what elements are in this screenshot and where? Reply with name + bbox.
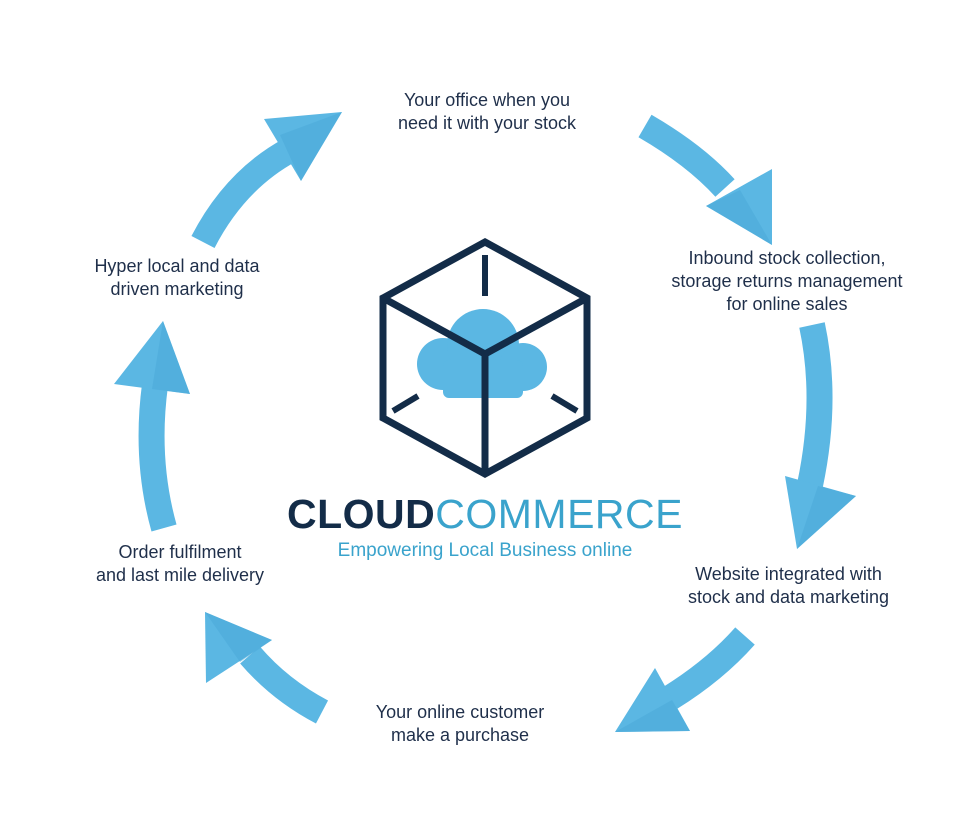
brand-tagline: Empowering Local Business online — [337, 540, 633, 561]
step-line: Order fulfilment — [118, 542, 242, 562]
step-line: Your online customer — [375, 702, 545, 722]
step-line: driven marketing — [110, 279, 244, 299]
brand-name-part2: COMMERCE — [435, 491, 683, 537]
step-website-integrated: Website integrated with stock and data m… — [646, 563, 931, 609]
cycle-arrow-icon — [114, 321, 190, 532]
step-inbound-stock: Inbound stock collection, storage return… — [642, 247, 932, 316]
step-office: Your office when you need it with your s… — [352, 89, 622, 135]
step-line: and last mile delivery — [95, 565, 265, 585]
step-line: need it with your stock — [397, 113, 577, 133]
brand-name: CLOUDCOMMERCE — [280, 490, 690, 538]
step-order-fulfilment: Order fulfilment and last mile delivery — [60, 541, 300, 587]
step-line: storage returns management — [671, 271, 903, 291]
step-line: for online sales — [726, 294, 848, 314]
step-hyper-local-marketing: Hyper local and data driven marketing — [52, 255, 302, 301]
step-line: Inbound stock collection, — [688, 248, 886, 268]
brand-name-part1: CLOUD — [287, 491, 436, 537]
step-line: stock and data marketing — [687, 587, 890, 607]
cycle-arrow-icon — [615, 627, 755, 732]
step-customer-purchase: Your online customer make a purchase — [330, 701, 590, 747]
step-line: make a purchase — [390, 725, 530, 745]
cube-cloud-icon — [379, 238, 591, 478]
step-line: Hyper local and data — [94, 256, 260, 276]
cycle-arrow-icon — [638, 114, 772, 245]
cycle-arrow-icon — [205, 612, 329, 724]
cycle-arrow-icon — [785, 322, 856, 549]
step-line: Your office when you — [403, 90, 571, 110]
cycle-arrow-icon — [191, 112, 342, 249]
step-line: Website integrated with — [695, 564, 882, 584]
